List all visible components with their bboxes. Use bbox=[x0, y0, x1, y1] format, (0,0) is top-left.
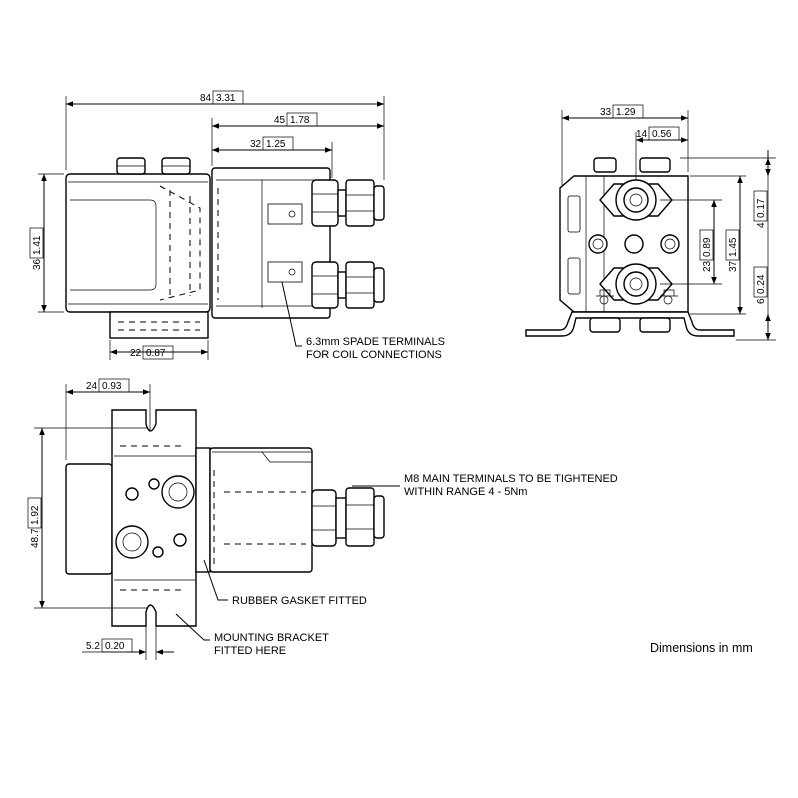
end-terminal-lower bbox=[599, 263, 673, 305]
gasket-note: RUBBER GASKET FITTED bbox=[232, 595, 367, 607]
units-caption: Dimensions in mm bbox=[650, 641, 753, 655]
bracket-note-line1: MOUNTING BRACKET bbox=[214, 632, 329, 644]
dim-36-mm: 36 bbox=[32, 258, 43, 270]
end-spade-slot-upper bbox=[567, 195, 581, 233]
side-main-terminal-lower bbox=[311, 261, 385, 309]
end-view: 33 1.29 14 0.56 23 0.89 37 1.45 bbox=[525, 104, 776, 341]
dim-24-mm: 24 bbox=[86, 381, 98, 392]
top-mounting-bracket bbox=[111, 409, 197, 627]
dim-6-mm: 6 bbox=[756, 298, 767, 304]
m8-note-line2: WITHIN RANGE 4 - 5Nm bbox=[404, 486, 527, 498]
spade-terminal-lower bbox=[267, 261, 303, 283]
dim-22-mm: 22 bbox=[130, 348, 142, 359]
dim-14-in: 0.56 bbox=[652, 129, 672, 140]
top-coil-body bbox=[65, 463, 113, 575]
dim-48-7-in: 1.92 bbox=[30, 505, 41, 525]
end-diode-right bbox=[660, 289, 678, 305]
gasket-leader-line bbox=[203, 559, 228, 601]
side-coil-body bbox=[65, 173, 211, 313]
dim-37-in: 1.45 bbox=[728, 237, 739, 257]
dim-6-in: 0.24 bbox=[756, 274, 767, 294]
dim-32-mm: 32 bbox=[250, 139, 262, 150]
top-terminal-lower bbox=[115, 525, 149, 559]
end-mounting-bracket bbox=[525, 311, 735, 337]
dim-24-in: 0.93 bbox=[102, 381, 122, 392]
dim-45-mm: 45 bbox=[274, 115, 286, 126]
bracket-leader-line bbox=[175, 613, 210, 641]
dim-23-in: 0.89 bbox=[702, 237, 713, 257]
end-spade-slot-lower bbox=[567, 257, 581, 295]
side-main-terminal-upper bbox=[311, 179, 385, 227]
top-terminal-upper bbox=[161, 475, 195, 509]
end-diode-left bbox=[596, 289, 614, 305]
dim-5-2-in: 0.20 bbox=[105, 641, 125, 652]
m8-note-line1: M8 MAIN TERMINALS TO BE TIGHTENED bbox=[404, 473, 618, 485]
spade-terminal-upper bbox=[267, 203, 303, 225]
dim-23-mm: 23 bbox=[702, 260, 713, 272]
dim-36-in: 1.41 bbox=[32, 235, 43, 255]
dim-4-in: 0.17 bbox=[756, 198, 767, 218]
spade-leader-line bbox=[281, 281, 302, 347]
dim-48-7-mm: 48.7 bbox=[30, 528, 41, 548]
dim-5-2-mm: 5.2 bbox=[86, 641, 100, 652]
side-view: 84 3.31 45 1.78 32 1.25 36 1.41 22 0.87 bbox=[29, 90, 445, 361]
dim-45-in: 1.78 bbox=[290, 115, 310, 126]
top-main-terminal bbox=[311, 487, 385, 547]
spade-note-line1: 6.3mm SPADE TERMINALS bbox=[306, 336, 445, 348]
side-base-foot bbox=[109, 311, 209, 339]
dim-33-mm: 33 bbox=[600, 107, 612, 118]
dim-22-in: 0.87 bbox=[146, 348, 166, 359]
dim-4-mm: 4 bbox=[756, 222, 767, 228]
dim-84-mm: 84 bbox=[200, 93, 212, 104]
dim-32-in: 1.25 bbox=[266, 139, 286, 150]
dim-33-in: 1.29 bbox=[616, 107, 636, 118]
top-contactor-body bbox=[209, 447, 313, 573]
spade-note-line2: FOR COIL CONNECTIONS bbox=[306, 349, 442, 361]
dim-14-mm: 14 bbox=[636, 129, 648, 140]
top-view: 24 0.93 48.7 1.92 5.2 0.20 M8 MAIN TERMI… bbox=[27, 378, 618, 660]
dim-37-mm: 37 bbox=[728, 260, 739, 272]
dim-84-in: 3.31 bbox=[216, 93, 236, 104]
bracket-note-line2: FITTED HERE bbox=[214, 645, 286, 657]
